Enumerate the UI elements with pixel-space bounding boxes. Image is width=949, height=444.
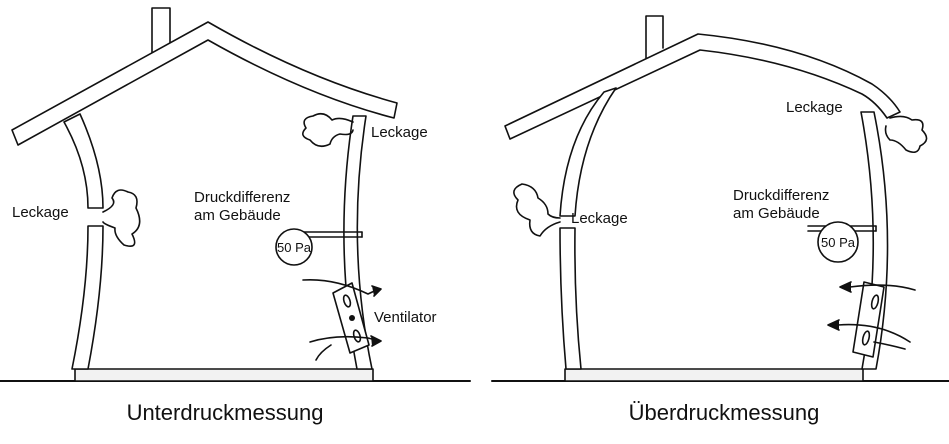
left-pressure-label-line2: am Gebäude xyxy=(194,207,281,224)
right-leak-label-roof: Leckage xyxy=(786,99,843,116)
right-airflow-arrow-bottom xyxy=(837,323,911,343)
left-roof xyxy=(11,21,398,146)
left-texts: Leckage Leckage Druckdifferenz am Gebäud… xyxy=(12,124,437,425)
right-chimney xyxy=(645,15,664,59)
left-wall-left xyxy=(63,113,104,209)
left-leak-label-left: Leckage xyxy=(12,204,69,221)
left-foundation xyxy=(74,368,374,382)
right-gauge-value: 50 Pa xyxy=(821,235,856,250)
left-fan-hub xyxy=(349,315,355,321)
left-pressure-label-line1: Druckdifferenz xyxy=(194,189,290,206)
right-pressure-gauge xyxy=(817,221,859,263)
right-leak-puff xyxy=(513,183,561,237)
right-roof xyxy=(504,33,901,140)
right-wall-left xyxy=(559,87,617,217)
left-pressure-gauge xyxy=(275,228,313,266)
right-airflow-arrow-top xyxy=(849,284,916,291)
right-leak-label-left: Leckage xyxy=(571,210,628,227)
right-caption: Überdruckmessung xyxy=(629,400,820,425)
right-texts: Leckage Leckage Druckdifferenz am Gebäud… xyxy=(571,99,856,425)
left-leak-label-right: Leckage xyxy=(371,124,428,141)
right-roof-leak-puff xyxy=(884,115,928,154)
left-caption: Unterdruckmessung xyxy=(127,400,324,425)
right-wall-left-lower xyxy=(559,227,582,370)
left-gauge-value: 50 Pa xyxy=(277,240,312,255)
left-wall-left-lower xyxy=(71,225,104,370)
left-roof-leak-puff xyxy=(302,112,354,148)
left-leak-puff xyxy=(102,189,141,247)
left-house xyxy=(0,7,471,382)
right-foundation xyxy=(564,368,864,382)
right-house xyxy=(491,15,949,382)
right-pressure-label-line2: am Gebäude xyxy=(733,205,820,222)
right-pressure-label-line1: Druckdifferenz xyxy=(733,187,829,204)
left-fan-label: Ventilator xyxy=(374,309,437,326)
